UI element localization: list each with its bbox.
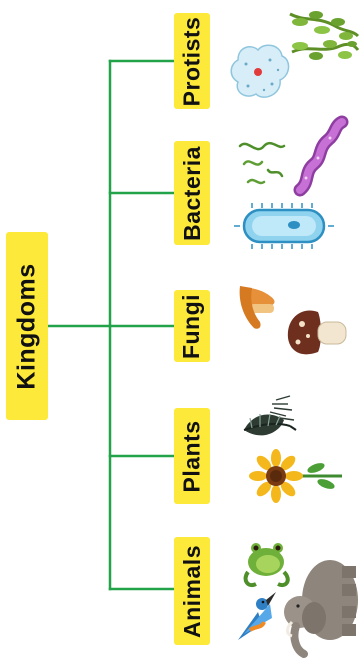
seaweed-icon [290,11,358,60]
kingfisher-bird-icon [238,592,276,640]
frog-icon [246,543,288,585]
amoeba-icon [231,45,288,97]
spiral-bacteria-icon [300,122,342,190]
palm-leaf-icon [244,396,296,435]
sunflower-icon [249,449,342,503]
elephant-icon [284,560,358,654]
bacillus-icon [234,203,334,249]
worm-bacteria-icon [240,143,284,183]
mushroom-brown-icon [288,310,346,354]
mushroom-orange-icon [240,286,275,329]
